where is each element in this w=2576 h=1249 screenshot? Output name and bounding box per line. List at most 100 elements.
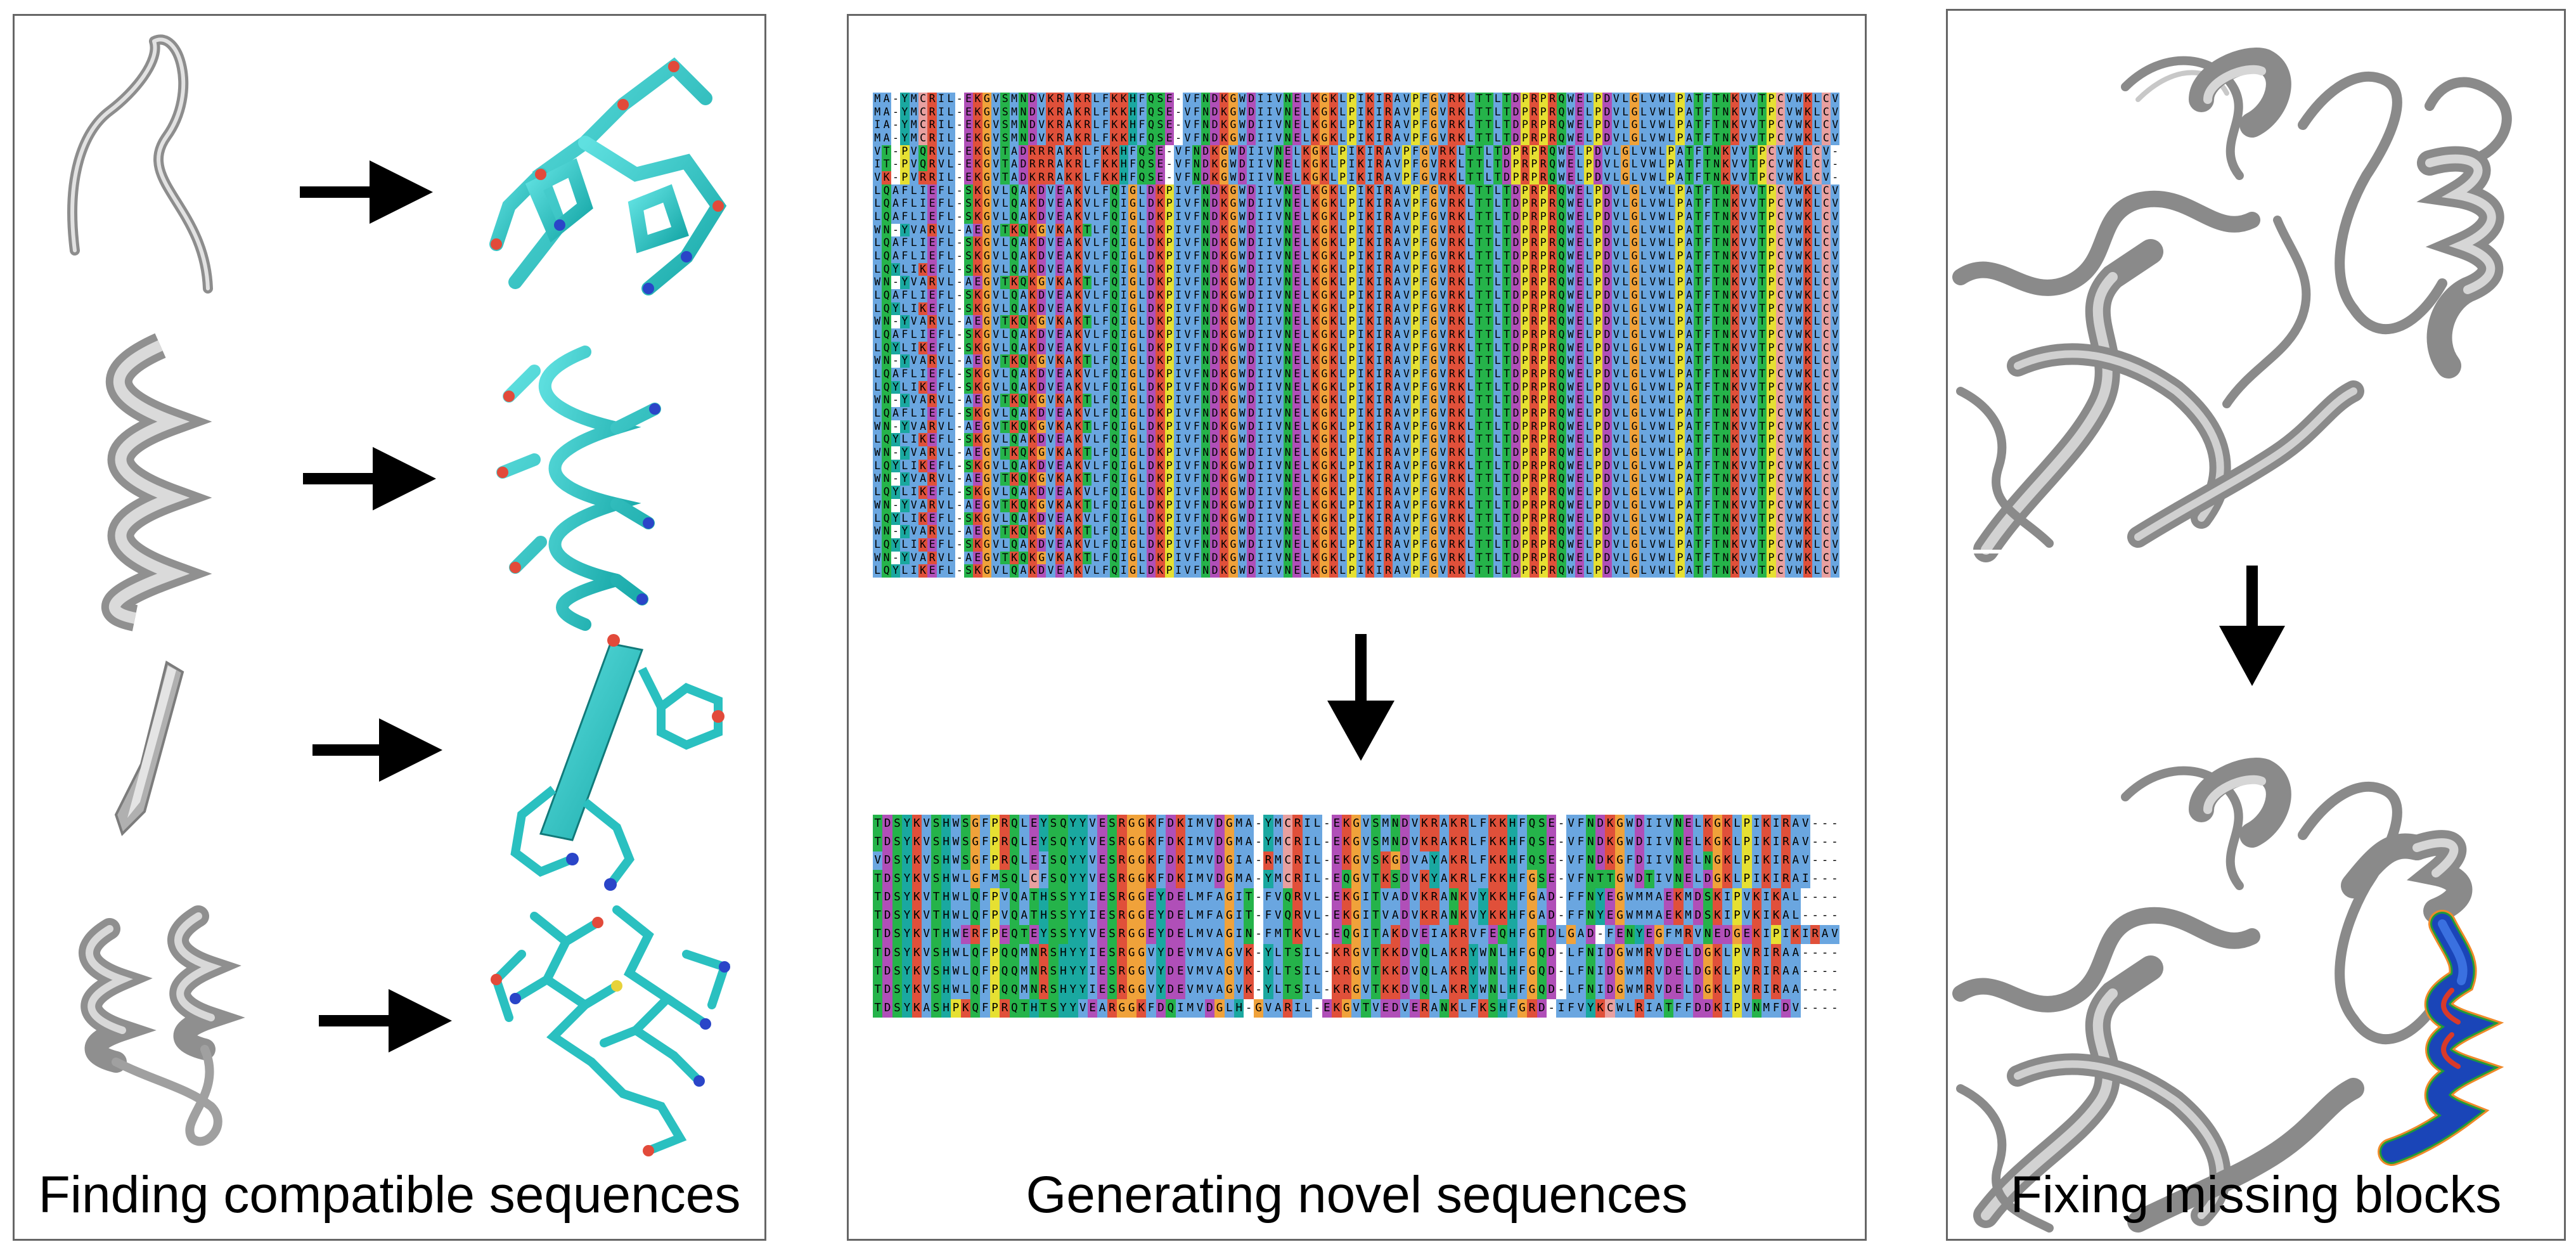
residue-cell: L [1092, 105, 1101, 119]
residue-cell: A [1684, 250, 1694, 263]
residue-cell: G [1320, 184, 1329, 198]
residue-cell: W [1237, 525, 1247, 538]
residue-cell: R [1530, 538, 1539, 552]
residue-cell: L [1000, 459, 1010, 473]
residue-cell: K [1055, 551, 1065, 565]
residue-cell: V [936, 145, 946, 159]
residue-cell: N [1192, 145, 1202, 159]
residue-cell: N [1201, 446, 1211, 460]
residue-cell: R [1000, 851, 1010, 870]
residue-cell: V [1648, 446, 1658, 460]
residue-cell: N [1201, 93, 1211, 106]
residue-cell: L [1301, 551, 1311, 565]
residue-cell: F [1192, 93, 1202, 106]
residue-cell: I [1119, 210, 1128, 224]
residue-cell: G [982, 132, 992, 145]
residue-cell: Y [900, 394, 910, 408]
residue-cell: P [1538, 119, 1548, 133]
residue-cell: N [1721, 105, 1730, 119]
residue-cell: I [1356, 197, 1366, 211]
residue-cell: I [1374, 354, 1384, 368]
residue-cell: I [1119, 223, 1128, 237]
residue-cell: E [1292, 197, 1302, 211]
residue-cell: V [1785, 93, 1794, 106]
residue-cell: P [1675, 289, 1685, 302]
residue-cell: P [1675, 262, 1685, 276]
residue-cell: Q [1341, 925, 1351, 944]
residue-cell: L [1493, 368, 1502, 381]
residue-cell: K [1310, 564, 1320, 578]
residue-cell: V [1438, 119, 1448, 133]
residue-cell: F [1100, 328, 1111, 342]
residue-cell: L [1301, 341, 1311, 355]
residue-cell: R [918, 171, 928, 184]
residue-cell: L [1621, 236, 1630, 250]
residue-cell: E [973, 315, 982, 329]
residue-cell: F [1420, 93, 1429, 106]
residue-cell: A [1019, 512, 1028, 526]
residue-cell: G [1228, 289, 1238, 302]
residue-cell: M [1009, 105, 1019, 119]
residue-cell: Q [1557, 538, 1566, 552]
residue-cell: L [1812, 564, 1822, 578]
residue-cell: V [1410, 943, 1420, 962]
residue-cell: H [1058, 962, 1069, 981]
residue-cell: V [1234, 962, 1244, 981]
residue-cell: L [1337, 407, 1348, 420]
residue-cell: K [1073, 262, 1083, 276]
residue-cell: E [1055, 210, 1065, 224]
residue-cell: V [1183, 551, 1192, 565]
residue-cell: L [1639, 289, 1649, 302]
residue-cell: L [946, 354, 955, 368]
residue-cell: D [1602, 341, 1612, 355]
residue-cell: I [1087, 980, 1098, 999]
residue-cell: G [1390, 851, 1400, 870]
residue-cell: I [1173, 380, 1183, 394]
residue-cell: E [1164, 93, 1174, 106]
residue-cell: A [1419, 851, 1430, 870]
residue-cell: K [1365, 197, 1375, 211]
residue-cell: V [1748, 223, 1758, 237]
residue-cell: P [1538, 512, 1548, 526]
residue-cell: F [1703, 380, 1712, 394]
residue-cell: - [955, 446, 964, 460]
residue-cell: V [1785, 315, 1794, 329]
residue-cell: V [1183, 446, 1192, 460]
residue-cell: L [1337, 328, 1348, 342]
residue-cell: N [1201, 525, 1211, 538]
residue-cell: E [1575, 223, 1585, 237]
residue-cell: I [1356, 223, 1366, 237]
residue-cell: Y [1078, 925, 1088, 944]
residue-cell: L [1791, 888, 1801, 907]
residue-cell: G [1228, 328, 1238, 342]
residue-cell: I [1356, 459, 1366, 473]
residue-cell: - [891, 119, 901, 133]
residue-cell: D [1511, 512, 1521, 526]
residue-cell: R [1383, 223, 1393, 237]
residue-cell: S [963, 459, 974, 473]
residue-cell: L [1000, 262, 1010, 276]
residue-cell: G [1219, 145, 1229, 159]
residue-cell: P [1767, 498, 1776, 512]
residue-cell: I [1365, 145, 1375, 159]
residue-cell: - [955, 158, 964, 172]
residue-cell: K [1703, 833, 1713, 852]
residue-cell: K [1156, 276, 1165, 290]
residue-cell: L [1312, 925, 1322, 944]
residue-cell: F [1192, 197, 1202, 211]
residue-cell: I [1654, 870, 1664, 889]
residue-cell: C [1821, 498, 1831, 512]
residue-cell: V [909, 171, 918, 184]
residue-cell: V [991, 380, 1001, 394]
residue-cell: I [1119, 486, 1128, 499]
residue-cell: W [1657, 184, 1666, 198]
residue-cell: V [1429, 158, 1439, 172]
residue-cell: K [1219, 380, 1229, 394]
residue-cell: E [1097, 980, 1107, 999]
residue-cell: F [1420, 354, 1429, 368]
residue-cell: N [1201, 394, 1211, 408]
residue-cell: W [1794, 433, 1803, 447]
residue-cell: R [1771, 980, 1781, 999]
residue-cell: F [1192, 472, 1202, 486]
residue-cell: L [946, 262, 955, 276]
